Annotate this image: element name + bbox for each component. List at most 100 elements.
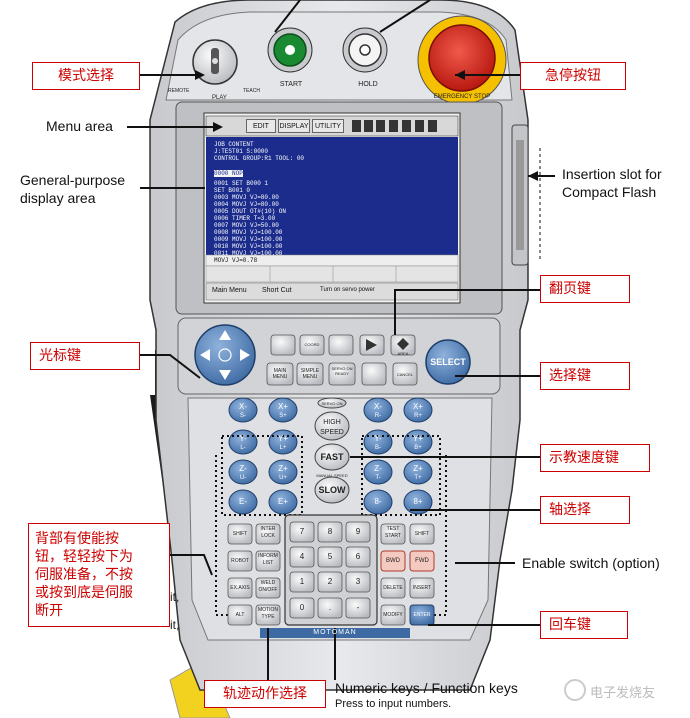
axis-key-8-minus[interactable] [363,489,393,515]
select-key[interactable] [425,339,471,385]
key-6[interactable] [345,546,371,568]
page-arrow-icon [366,339,377,351]
assist-key[interactable] [361,362,387,386]
weld-onoff-key[interactable] [255,577,281,599]
axis-key-rz-minus[interactable] [363,459,393,485]
axis-key-e-minus[interactable] [228,489,258,515]
axis-key-z-minus[interactable] [228,459,258,485]
simple-menu-key[interactable] [296,362,324,386]
test-start-key[interactable] [380,523,406,545]
shift-key-right[interactable] [409,523,435,545]
job-line[interactable]: J:TEST01 S:0000 [214,148,269,155]
servo-on-ready-key[interactable] [328,362,356,386]
status-icon-5 [402,120,411,132]
key-4[interactable] [289,546,315,568]
job-line[interactable]: 0010 MOVJ VJ=100.00 [214,243,283,250]
job-line[interactable]: JOB CONTENT [214,141,254,148]
delete-key[interactable] [380,577,406,599]
axis-key-ry-plus[interactable] [403,429,433,455]
axis-key-x-plus[interactable] [268,397,298,423]
start-label: START [279,81,303,88]
short-cut-tab[interactable]: Short Cut [262,287,292,294]
key-7-text: 7 [299,527,305,536]
key-8[interactable] [317,521,343,543]
enter-key[interactable] [409,604,435,626]
key-2[interactable] [317,571,343,593]
axis-key-z-plus[interactable] [268,459,298,485]
fast-key[interactable] [314,443,350,471]
interlock-text: INTER LOCK [260,526,276,539]
axis-key-rz-plus[interactable] [403,459,433,485]
bwd-key[interactable] [380,550,406,572]
shift-key-left[interactable] [227,523,253,545]
job-line[interactable]: 0001 SET B000 1 [214,180,269,187]
job-line[interactable]: 0007 MOVJ VJ=50.00 [214,222,279,229]
interlock-key[interactable] [255,523,281,545]
job-line[interactable]: 0005 DOUT OT#(10) ON [214,208,287,215]
key-6-text: 6 [355,552,361,561]
emergency-stop-button[interactable] [428,24,496,92]
insert-key[interactable] [409,577,435,599]
motion-type-key[interactable] [255,604,281,626]
status-icon-3 [376,120,385,132]
coord-key[interactable] [299,334,325,356]
key-9[interactable] [345,521,371,543]
main-menu-tab[interactable]: Main Menu [212,287,247,294]
axis-key-y-plus[interactable] [268,429,298,455]
job-line[interactable]: 0011 MOVJ VJ=100.00 [214,250,283,257]
slow-key[interactable] [314,476,350,504]
numeric-keys-label: Numeric keys / Function keys [335,680,518,696]
axis-rx-plus-text: X+ [412,402,423,411]
area-key[interactable] [270,334,296,356]
job-line[interactable]: 0006 TIMER T=3.00 [214,215,276,222]
fwd-key[interactable] [409,550,435,572]
job-line[interactable]: SET B001 0 [214,187,251,194]
high-speed-key[interactable] [314,411,350,441]
key-5[interactable] [317,546,343,568]
axis-select-outline-right [361,435,441,516]
back-enable-note-line-4: 或按到底是伺服 [35,585,133,601]
axis-key-ry-minus[interactable] [363,429,393,455]
job-line[interactable]: CONTROL GROUP:R1 TOOL: 00 [214,155,305,162]
main-menu-key[interactable] [266,362,294,386]
axis-key-x-minus[interactable] [228,397,258,423]
menu-tab-edit[interactable]: EDIT [246,119,276,133]
servo-on-key[interactable] [317,397,347,409]
axis-key-8-plus[interactable] [403,489,433,515]
cancel-key[interactable] [392,362,418,386]
axis-key-y-minus[interactable] [228,429,258,455]
axis-u-plus-text: U+ [279,475,287,481]
ex-axis-key[interactable] [227,577,253,599]
key-7[interactable] [289,521,315,543]
axis-key-rx-minus[interactable] [363,397,393,423]
job-line[interactable]: 0004 MOVJ VJ=80.00 [214,201,279,208]
menu-tab-utility[interactable]: UTILITY [312,119,344,133]
inform-list-key[interactable] [255,550,281,572]
cf-slot-label-2: Compact Flash [562,184,657,200]
direct-open-key[interactable] [328,334,354,356]
axis-key-rx-plus[interactable] [403,397,433,423]
key-3[interactable] [345,571,371,593]
key-0[interactable] [289,597,315,619]
axis-r-minus-text: R- [374,413,382,419]
robot-key[interactable] [227,550,253,572]
job-line[interactable]: 0008 MOVJ VJ=100.00 [214,229,283,236]
job-line[interactable]: 0003 MOVJ VJ=80.00 [214,194,279,201]
delete-text: DELETE [383,585,403,591]
key-minus[interactable] [345,597,371,619]
key-1[interactable] [289,571,315,593]
ex-axis-text: EX.AXIS [230,585,250,591]
axis-r-plus-text: R+ [414,413,422,419]
cursor-key[interactable] [194,324,256,386]
display-area-label-1: General-purpose [20,172,126,188]
key-dot[interactable] [317,597,343,619]
modify-key[interactable] [380,604,406,626]
numeric-keypad-frame [284,514,378,626]
display-area [206,137,458,255]
job-line[interactable]: 0000 NOP [214,170,243,177]
menu-tab-display[interactable]: DISPLAY [278,119,310,133]
caption-fragment-1: it, [170,590,180,604]
job-line[interactable]: 0009 MOVJ VJ=100.00 [214,236,283,243]
axis-key-e-plus[interactable] [268,489,298,515]
alt-key[interactable] [227,604,253,626]
